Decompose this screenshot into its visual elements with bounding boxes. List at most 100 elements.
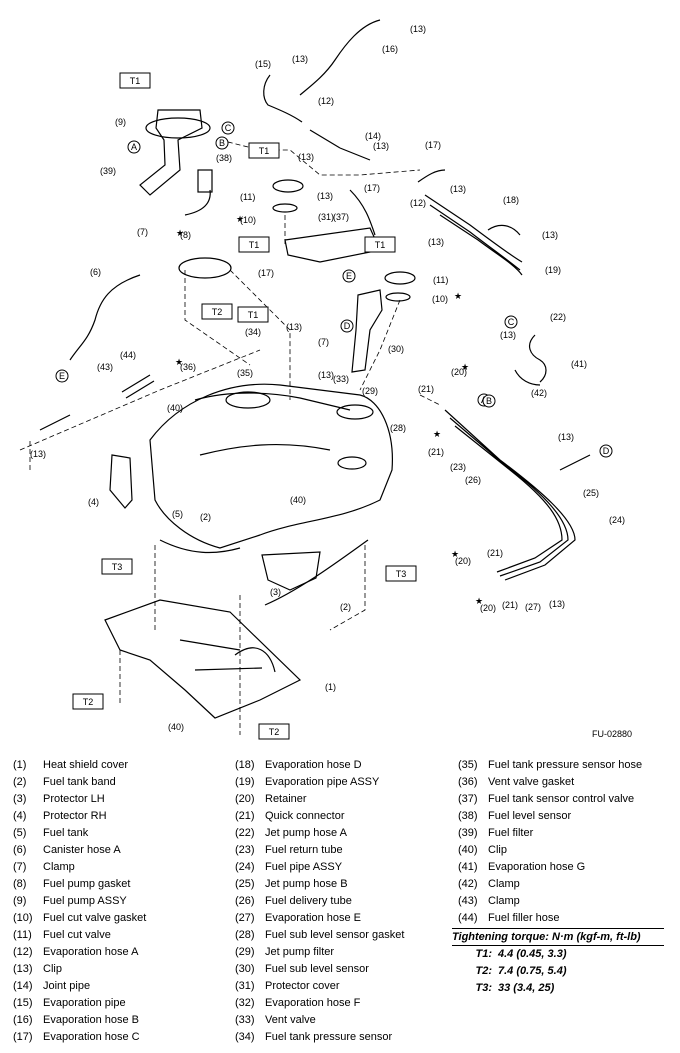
legend-row: (8)Fuel pump gasket — [0, 876, 146, 893]
torque-table: Tightening torque: N·m (kgf-m, ft-lb) T1… — [452, 928, 664, 997]
legend-number: (28) — [235, 929, 255, 941]
legend-label: Clamp — [43, 861, 75, 873]
callout-label: (34) — [245, 327, 261, 337]
evaporation-hose-c-shape — [349, 169, 446, 236]
canister-hose-a-shape — [69, 274, 141, 361]
legend-row: (28)Fuel sub level sensor gasket — [222, 927, 404, 944]
connector-letter: C — [508, 317, 515, 327]
callout-label: (12) — [318, 96, 334, 106]
torque-box — [119, 72, 151, 89]
torque-box-label: T1 — [249, 240, 260, 250]
torque-box — [201, 303, 233, 320]
connector-letter-circle — [340, 319, 354, 333]
callout-label: (13) — [298, 152, 314, 162]
callout-label: (13) — [373, 141, 389, 151]
torque-key: T1: — [475, 948, 493, 960]
fuel-pump-flange — [145, 117, 211, 139]
legend-label: Canister hose A — [43, 844, 121, 856]
legend-row: (13)Clip — [0, 961, 146, 978]
torque-box-label: T1 — [259, 146, 270, 156]
legend-row: (11)Fuel cut valve — [0, 927, 146, 944]
protector-lh-shape — [261, 551, 321, 591]
torque-box-label: T2 — [269, 727, 280, 737]
legend-label: Fuel delivery tube — [265, 895, 352, 907]
connector-letter: E — [346, 271, 352, 281]
callout-label: (13) — [450, 184, 466, 194]
star-layer: ★★★★★★★★ — [175, 214, 483, 606]
connector-letter-circle — [599, 444, 613, 458]
legend-label: Fuel filter — [488, 827, 534, 839]
legend-number: (36) — [458, 776, 478, 788]
callout-label: (36) — [180, 362, 196, 372]
fuel-filler-hose-shape — [121, 374, 155, 399]
fuel-pump-assy-shape — [139, 109, 203, 196]
torque-row: T3:33 (3.4, 25) — [452, 980, 664, 997]
legend-number: (23) — [235, 844, 255, 856]
callout-label: (22) — [550, 312, 566, 322]
legend-label: Fuel cut valve — [43, 929, 111, 941]
legend-row: (3)Protector LH — [0, 791, 146, 808]
torque-box — [258, 723, 290, 740]
callout-label: (10) — [432, 294, 448, 304]
legend-row: (38)Fuel level sensor — [445, 808, 642, 825]
callout-label: (13) — [542, 230, 558, 240]
legend-label: Fuel tank — [43, 827, 89, 839]
torque-box — [364, 236, 396, 253]
legend-number: (4) — [13, 810, 27, 822]
legend-number: (12) — [13, 946, 33, 958]
callout-label: (13) — [410, 24, 426, 34]
callout-label: (12) — [410, 198, 426, 208]
torque-box — [237, 306, 269, 323]
legend-label: Jet pump filter — [265, 946, 335, 958]
callout-label: (9) — [115, 117, 126, 127]
torque-box-label: T2 — [212, 307, 223, 317]
legend-row: (5)Fuel tank — [0, 825, 146, 842]
torque-box-label: T3 — [396, 569, 407, 579]
callout-label: (1) — [325, 682, 336, 692]
fuel-tank-sub-opening — [337, 456, 367, 470]
legend-row: (16)Evaporation hose B — [0, 1012, 146, 1029]
legend-label: Clip — [488, 844, 507, 856]
fuel-sub-level-sensor-shape — [351, 289, 383, 373]
legend-row: (35)Fuel tank pressure sensor hose — [445, 757, 642, 774]
legend-label: Clamp — [488, 878, 520, 890]
torque-box-label: T1 — [375, 240, 386, 250]
leader-dashed-2 — [229, 269, 291, 400]
legend-row: (44)Fuel filler hose — [445, 910, 642, 927]
callout-label: (6) — [90, 267, 101, 277]
callout-label: (17) — [258, 268, 274, 278]
callout-label: (21) — [418, 384, 434, 394]
legend-row: (7) Clamp — [0, 859, 146, 876]
fuel-cut-valve-gasket-right — [385, 292, 411, 302]
heat-shield-cover-ribs — [179, 639, 276, 673]
star-icon: ★ — [175, 357, 183, 367]
legend-row: (43)Clamp — [445, 893, 642, 910]
callout-label: (2) — [340, 602, 351, 612]
callout-label: (18) — [503, 195, 519, 205]
fuel-cut-valve-gasket-left — [272, 203, 298, 213]
legend-number: (1) — [13, 759, 27, 771]
fuel-tank-band-left — [159, 539, 241, 554]
legend-label: Fuel tank pressure sensor hose — [488, 759, 643, 771]
legend-number: (42) — [458, 878, 478, 890]
legend-label: Evaporation pipe — [43, 997, 126, 1009]
callout-label: (20) — [480, 603, 496, 613]
legend-row: (2)Fuel tank band — [0, 774, 146, 791]
legend-number: (14) — [13, 980, 33, 992]
legend-label: Vent valve gasket — [488, 776, 575, 788]
callout-label: (14) — [365, 131, 381, 141]
callout-label: (30) — [388, 344, 404, 354]
torque-box — [238, 236, 270, 253]
connector-letter: A — [131, 142, 137, 152]
legend-row: (17)Evaporation hose C — [0, 1029, 146, 1046]
legend-number: (7) — [13, 861, 27, 873]
torque-key: T2: — [475, 965, 493, 977]
torque-value: 33 (3.4, 25) — [498, 982, 555, 994]
legend-number: (25) — [235, 878, 255, 890]
connector-letter-circle — [127, 140, 141, 154]
callout-label: (15) — [255, 59, 271, 69]
callout-label: (28) — [390, 423, 406, 433]
legend-number: (29) — [235, 946, 255, 958]
callout-label: (5) — [172, 509, 183, 519]
legend-row: (30)Fuel sub level sensor — [222, 961, 404, 978]
